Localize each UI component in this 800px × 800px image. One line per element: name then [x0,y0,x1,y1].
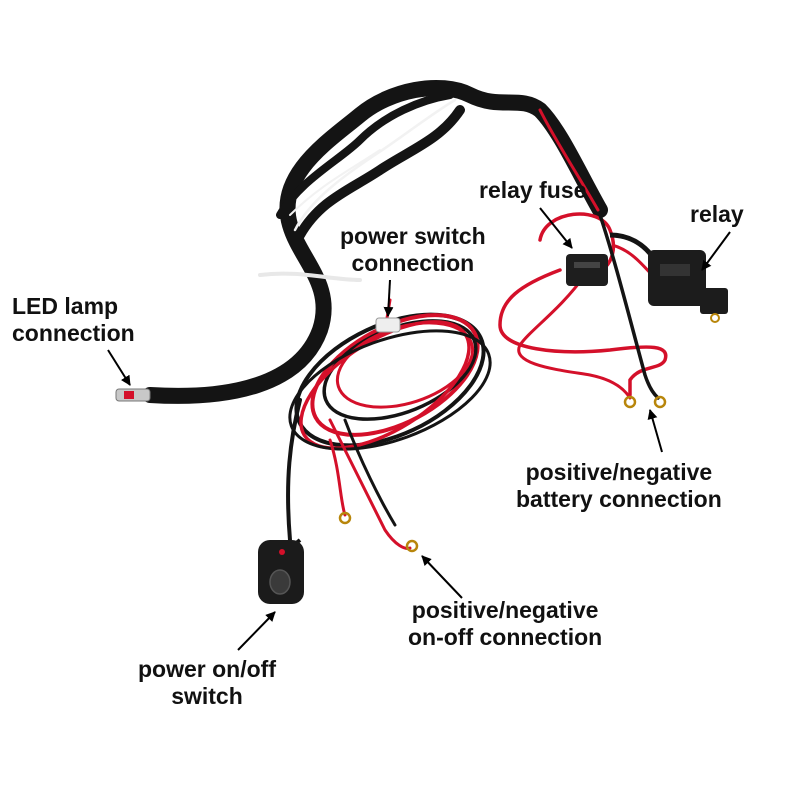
label-on-off-line-1: positive/negative [411,597,599,623]
label-led-lamp-line-1: LED lamp [12,293,119,319]
arrow-power-switch-connection [383,279,394,317]
arrow-battery [647,409,663,453]
power-switch-connector [375,317,401,333]
label-relay-fuse: relay fuse [479,177,587,203]
label-led-lamp-connection: LED lamp connection [12,293,135,347]
label-power-switch-button-line-1: power on/off [138,656,276,682]
on-off-terminals [338,511,419,553]
battery-wire [598,213,660,400]
power-switch-button [258,538,304,604]
relay-fuse-loop [498,212,668,400]
relay-module [609,232,728,323]
label-power-switch-line-1: power switch [340,223,486,249]
arrow-relay [701,231,731,271]
annotation-arrows [107,207,731,651]
label-battery-line-1: positive/negative [525,459,713,485]
label-on-off-connection: positive/negative on-off connection [408,597,602,651]
led-lamp-connector [115,388,151,402]
label-power-switch-button-line-2: switch [171,683,243,709]
battery-terminals [623,395,667,409]
arrow-led-lamp [107,349,131,386]
main-wire-bundle [142,79,608,404]
label-power-switch-connection: power switch connection [340,223,486,277]
arrow-relay-fuse [539,207,573,249]
label-battery-connection: positive/negative battery connection [516,459,722,513]
label-power-switch-line-2: connection [351,250,475,276]
relay-fuse-holder [566,254,608,286]
label-on-off-line-2: on-off connection [408,624,603,650]
arrow-power-switch [237,611,276,651]
arrow-on-off [421,555,463,599]
label-battery-line-2: battery connection [516,486,722,512]
label-power-on-off-switch: power on/off switch [138,656,276,710]
label-led-lamp-line-2: connection [12,320,135,346]
label-relay: relay [690,201,744,227]
